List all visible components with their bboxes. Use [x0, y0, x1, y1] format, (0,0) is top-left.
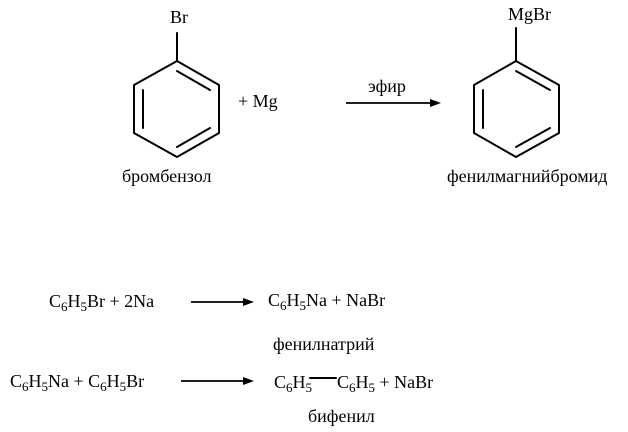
formula-text: Br + 2Na [87, 291, 154, 311]
formula-text: C [268, 290, 280, 310]
formula-text: H [293, 372, 306, 392]
formula-text: C [274, 372, 286, 392]
formula-text: C [49, 291, 61, 311]
product-structure: MgBr фенилмагнийбромид [447, 4, 607, 186]
phenylsodium-label: фенилнатрий [273, 334, 375, 354]
ether-arrow: эфир [346, 76, 441, 107]
benzene-ring-left [133, 60, 220, 158]
formula-subscript: 6 [280, 298, 287, 313]
double-bond-right-1 [515, 70, 551, 91]
mgbr-label: MgBr [508, 4, 551, 24]
double-bond-left-2 [176, 127, 211, 148]
formula-subscript: 5 [300, 298, 307, 313]
reaction3-arrow [181, 377, 254, 385]
ether-label: эфир [368, 76, 406, 96]
reaction3-arrow-head [243, 377, 254, 385]
formula-text: + NaBr [375, 372, 433, 392]
formula-text: Na + NaBr [306, 290, 385, 310]
formula-subscript: 6 [22, 379, 29, 394]
double-bond-left-1 [176, 70, 211, 91]
reaction3-right-right: C6H5 + NaBr [337, 372, 433, 395]
formula-text: H [356, 372, 369, 392]
reaction2-right-side: C6H5Na + NaBr [268, 290, 385, 313]
formula-text: H [287, 290, 300, 310]
formula-text: H [68, 291, 81, 311]
ether-arrow-head [430, 99, 441, 107]
formula-text: C [337, 372, 349, 392]
reaction3-right-left: C6H5 [274, 372, 312, 395]
br-label: Br [170, 7, 188, 27]
product-label: фенилмагнийбромид [447, 166, 607, 186]
reaction3-left-side: C6H5Na + C6H5Br [10, 371, 144, 394]
formula-subscript: 6 [61, 299, 68, 314]
formula-text: H [107, 371, 120, 391]
formula-text: C [10, 371, 22, 391]
formula-subscript: 6 [286, 380, 293, 395]
bromobenzene-structure: Br бромбензол [122, 7, 220, 186]
formula-subscript: 6 [349, 380, 356, 395]
formula-text: Br [126, 371, 144, 391]
formula-subscript: 6 [100, 379, 107, 394]
reaction2-arrow-head [243, 298, 254, 306]
formula-text: H [29, 371, 42, 391]
formula-subscript: 5 [120, 379, 127, 394]
formula-text: Na + C [48, 371, 100, 391]
benzene-ring-right [473, 60, 560, 158]
reaction2-left-side: C6H5Br + 2Na [49, 291, 154, 314]
double-bond-right-2 [515, 127, 551, 148]
reaction2-arrow [191, 298, 254, 306]
formula-subscript: 5 [81, 299, 88, 314]
plus-mg: + Mg [238, 91, 278, 111]
bromobenzene-label: бромбензол [122, 166, 212, 186]
formula-subscript: 5 [42, 379, 49, 394]
biphenyl-label: бифенил [308, 406, 375, 426]
formula-subscript: 5 [306, 380, 313, 395]
formula-subscript: 5 [369, 380, 376, 395]
